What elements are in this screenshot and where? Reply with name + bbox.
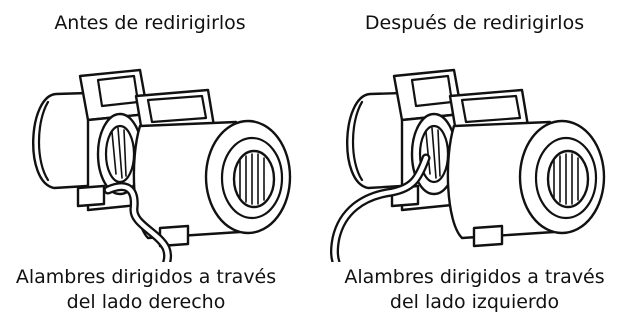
before-title: Antes de redirigirlos xyxy=(54,12,246,34)
fan-assembly-before-drawing xyxy=(32,68,292,262)
after-title: Después de redirigirlos xyxy=(364,12,585,34)
before-illustration xyxy=(8,62,308,262)
before-caption-line-2: del lado derecho xyxy=(66,291,226,313)
after-caption: Alambres dirigidos a través del lado izq… xyxy=(318,265,631,315)
after-illustration xyxy=(322,62,622,262)
after-caption-line-1: Alambres dirigidos a través xyxy=(344,266,605,288)
before-caption: Alambres dirigidos a través del lado der… xyxy=(0,265,292,315)
before-caption-line-1: Alambres dirigidos a través xyxy=(15,266,277,288)
fan-assembly-after-drawing xyxy=(330,68,606,262)
after-caption-line-2: del lado izquierdo xyxy=(389,291,560,313)
